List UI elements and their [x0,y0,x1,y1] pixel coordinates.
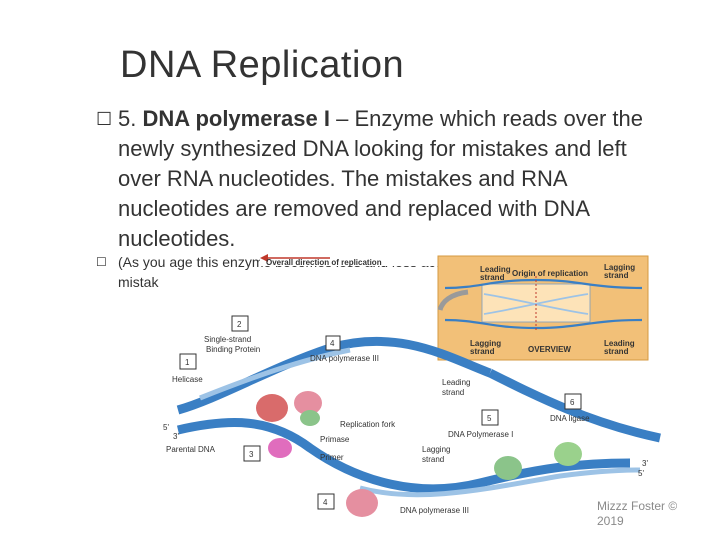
primer-label: Primer [320,453,344,462]
aging-note-line-2: mistak [118,274,158,290]
primase-label: Primase [320,435,350,444]
overview-origin-label: Origin of replication [512,269,588,278]
credit-line-1: Mizzz Foster © [597,499,677,513]
bullet-icon: ☐ [96,104,112,134]
bullet-dna-polymerase-i: ☐ 5. DNA polymerase I – Enzyme which rea… [96,104,706,254]
overview-lagging-bottom-2: strand [470,347,495,356]
bullet-number: 5. [118,106,136,131]
helicase-label: Helicase [172,375,203,384]
replication-fork-label: Replication fork [340,420,396,429]
lagging-strand-label-2: strand [422,455,444,464]
overview-leading-top-2: strand [480,273,505,282]
credit-line-2: 2019 [597,514,624,528]
overview-box: Leading strand Origin of replication Lag… [438,256,648,360]
copyright-credit: Mizzz Foster © 2019 [597,499,707,529]
parental-dna-label: Parental DNA [166,445,216,454]
step-3-number: 3 [249,450,254,459]
overview-lagging-top-2: strand [604,271,629,280]
overview-title: OVERVIEW [528,345,571,354]
term-dna-polymerase-i: DNA polymerase I [142,106,329,131]
polymerase-iii-label-b: DNA polymerase III [400,506,469,515]
bullet-icon: ☐ [96,252,107,272]
step-2-number: 2 [237,320,242,329]
dna-polymerase-i-label: DNA Polymerase I [448,430,513,439]
three-prime-right: 3' [642,459,648,468]
definition-line-4: nucleotides are removed and replaced wit… [118,196,590,221]
five-prime-right: 5' [638,469,644,478]
step-5-number: 5 [487,414,492,423]
definition-line-1: – Enzyme which reads over the [336,106,643,131]
replication-fork-diagram: Overall direction of replication Leading… [160,248,680,538]
leading-strand-label-2: strand [442,388,464,397]
step-1-number: 1 [185,358,190,367]
step-4a-number: 4 [330,339,335,348]
three-prime-left: 3' [173,432,179,441]
polymerase-iii-b-shape [346,489,378,517]
dna-polymerase-i-shape [494,456,522,480]
ssb-shape [300,410,320,426]
step-4b-number: 4 [323,498,328,507]
step-6-number: 6 [570,398,575,407]
lagging-strand-label-1: Lagging [422,445,450,454]
definition-line-2: newly synthesized DNA looking for mistak… [118,136,627,161]
dna-ligase-shape [554,442,582,466]
dna-ligase-label: DNA ligase [550,414,590,423]
polymerase-iii-label-a: DNA polymerase III [310,354,379,363]
slide-title: DNA Replication [120,44,404,87]
overall-direction-label: Overall direction of replication [266,258,382,267]
primase-shape [268,438,292,458]
leading-strand-label-1: Leading [442,378,470,387]
ssbp-label-1: Single-strand [204,335,251,344]
five-prime-left: 5' [163,423,169,432]
overview-leading-bottom-2: strand [604,347,629,356]
ssbp-label-2: Binding Protein [206,345,260,354]
definition-line-3: over RNA nucleotides. The mistakes and R… [118,166,568,191]
top-bar [0,0,720,22]
helicase-shape [256,394,288,422]
